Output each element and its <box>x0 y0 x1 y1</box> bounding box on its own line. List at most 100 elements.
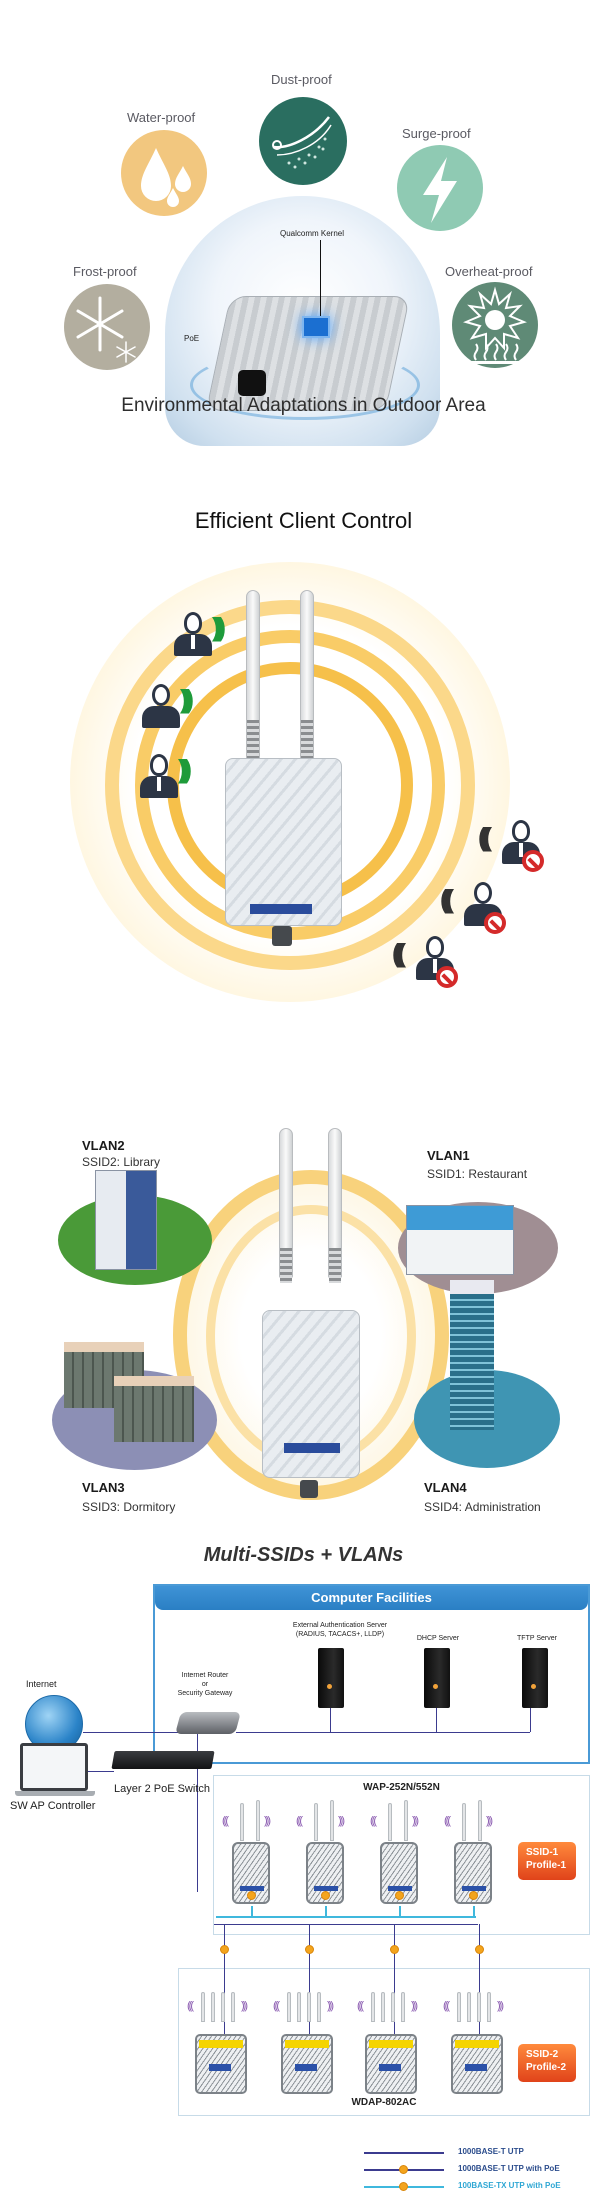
lightning-bolt-icon <box>397 145 483 231</box>
feature-label-surge: Surge-proof <box>402 126 471 141</box>
sun-heat-icon <box>452 282 538 368</box>
administration-tower-icon <box>450 1280 494 1430</box>
router-label-line1: Internet Router <box>181 1672 229 1679</box>
wdap-model-label: WDAP-802AC <box>351 2097 417 2108</box>
wdap-device-icon <box>451 2034 503 2094</box>
access-point-device <box>205 296 411 411</box>
switch-label: Layer 2 PoE Switch <box>114 1783 210 1795</box>
blocked-icon <box>484 912 506 934</box>
rf-waves-icon: ((( <box>273 2000 280 2012</box>
rf-waves-icon: ((( <box>370 1815 377 1827</box>
vlan-name: VLAN1 <box>427 1148 470 1163</box>
vlan-name: VLAN2 <box>82 1138 125 1153</box>
antenna-joint-left <box>280 1248 292 1283</box>
ssid1-profile-badge: SSID-1 Profile-1 <box>518 1842 576 1880</box>
environment-section: Qualcomm Kernel PoE Water-proof Dust-pro… <box>0 0 607 446</box>
legend-label: 1000BASE-T UTP with PoE <box>458 2164 560 2173</box>
poe-100-link <box>473 1906 475 1918</box>
antenna-icon <box>391 1992 395 2022</box>
antenna-icon <box>314 1803 318 1841</box>
poe-1000-link <box>394 1924 395 2034</box>
feature-label-overheat: Overheat-proof <box>445 264 533 279</box>
legend-label: 1000BASE-T UTP <box>458 2147 524 2156</box>
auth-server-label-line2: (RADIUS, TACACS+, LLDP) <box>295 1630 385 1638</box>
library-building-icon <box>95 1170 157 1270</box>
antenna-joint-right <box>301 720 313 760</box>
feature-label-frost: Frost-proof <box>73 264 137 279</box>
antenna-icon <box>478 1800 482 1841</box>
auth-server-icon <box>318 1648 344 1708</box>
rf-waves-icon: ))) <box>486 1815 493 1827</box>
router-to-switch-link <box>197 1732 198 1892</box>
ap-controller-laptop-icon <box>20 1743 88 1791</box>
tftp-server-link <box>530 1708 531 1732</box>
antenna-icon <box>404 1800 408 1841</box>
poe-1000-link <box>309 1924 310 2034</box>
antenna-icon <box>297 1992 301 2022</box>
dormitory-building-icon <box>114 1376 194 1442</box>
poe-icon <box>395 1891 404 1900</box>
restaurant-building-icon <box>406 1205 514 1275</box>
topology-section: Computer Facilities External Authenticat… <box>0 1560 607 2194</box>
multi-ssid-title: Multi-SSIDs + VLANs <box>203 1544 404 1566</box>
poe-100-bus <box>216 1916 476 1918</box>
dhcp-server-label: DHCP Server <box>416 1635 460 1642</box>
qualcomm-chip-icon <box>302 316 330 338</box>
feature-label-water: Water-proof <box>127 110 196 125</box>
environment-title: Environmental Adaptations in Outdoor Are… <box>121 395 486 416</box>
dhcp-server-icon <box>424 1648 450 1708</box>
poe-icon <box>305 1945 314 1954</box>
auth-server-label-line1: External Authentication Server <box>292 1622 388 1629</box>
auth-server-link <box>330 1708 331 1732</box>
feature-label-dust: Dust-proof <box>271 72 332 87</box>
ssid-name: SSID2: Library <box>82 1155 161 1169</box>
poe-icon <box>390 1945 399 1954</box>
rf-waves-icon: ))) <box>327 2000 334 2012</box>
ssid2-badge-line1: SSID-2 <box>526 2049 559 2060</box>
antenna-icon <box>256 1800 260 1841</box>
blocked-icon <box>436 966 458 988</box>
rf-waves-icon: ((( <box>222 1815 229 1827</box>
brand-plate <box>250 904 312 914</box>
vlan-name: VLAN4 <box>424 1480 467 1495</box>
router-label: Internet Router or Security Gateway <box>170 1672 240 1698</box>
antenna-joint-left <box>247 720 259 760</box>
poe-switch-icon <box>111 1751 215 1769</box>
ssid1-badge-line2: Profile-1 <box>526 1859 567 1871</box>
antenna-icon <box>240 1803 244 1841</box>
router-label-line2: or <box>201 1680 209 1688</box>
dust-wind-icon <box>259 97 347 185</box>
wap-group-box <box>213 1775 590 1935</box>
multi-ssid-section: VLAN2 SSID2: Library VLAN1 SSID1: Restau… <box>0 1080 607 1566</box>
poe-icon <box>321 1891 330 1900</box>
poe-icon <box>399 2182 408 2191</box>
legend-label: 100BASE-TX UTP with PoE <box>458 2181 561 2190</box>
antenna-icon <box>317 1992 321 2022</box>
poe-icon <box>469 1891 478 1900</box>
poe-icon <box>399 2165 408 2174</box>
poe-icon <box>220 1945 229 1954</box>
kernel-pointer-line <box>320 240 321 316</box>
rf-waves-icon: ((( <box>444 1815 451 1827</box>
rf-waves-icon: ))) <box>412 1815 419 1827</box>
antenna-icon <box>462 1803 466 1841</box>
antenna-icon <box>287 1992 291 2022</box>
ssid2-profile-badge: SSID-2 Profile-2 <box>518 2044 576 2082</box>
antenna-icon <box>477 1992 481 2022</box>
client-control-section: Efficient Client Control ))) ))) ))) (((… <box>0 490 607 1010</box>
tftp-server-icon <box>522 1648 548 1708</box>
antenna-icon <box>381 1992 385 2022</box>
internet-link <box>83 1732 183 1733</box>
user-icon <box>172 612 212 658</box>
laptop-base <box>15 1791 95 1796</box>
antenna-icon <box>211 1992 215 2022</box>
antenna-icon <box>388 1803 392 1841</box>
rf-waves-icon: ))) <box>241 2000 248 2012</box>
tftp-server-label: TFTP Server <box>517 1635 557 1642</box>
antenna-icon <box>457 1992 461 2022</box>
rf-waves-icon: ))) <box>497 2000 504 2012</box>
poe-1000-link <box>479 1924 480 2034</box>
blocked-icon <box>522 850 544 872</box>
poe-1000-bus <box>214 1924 478 1925</box>
antenna-icon <box>201 1992 205 2022</box>
